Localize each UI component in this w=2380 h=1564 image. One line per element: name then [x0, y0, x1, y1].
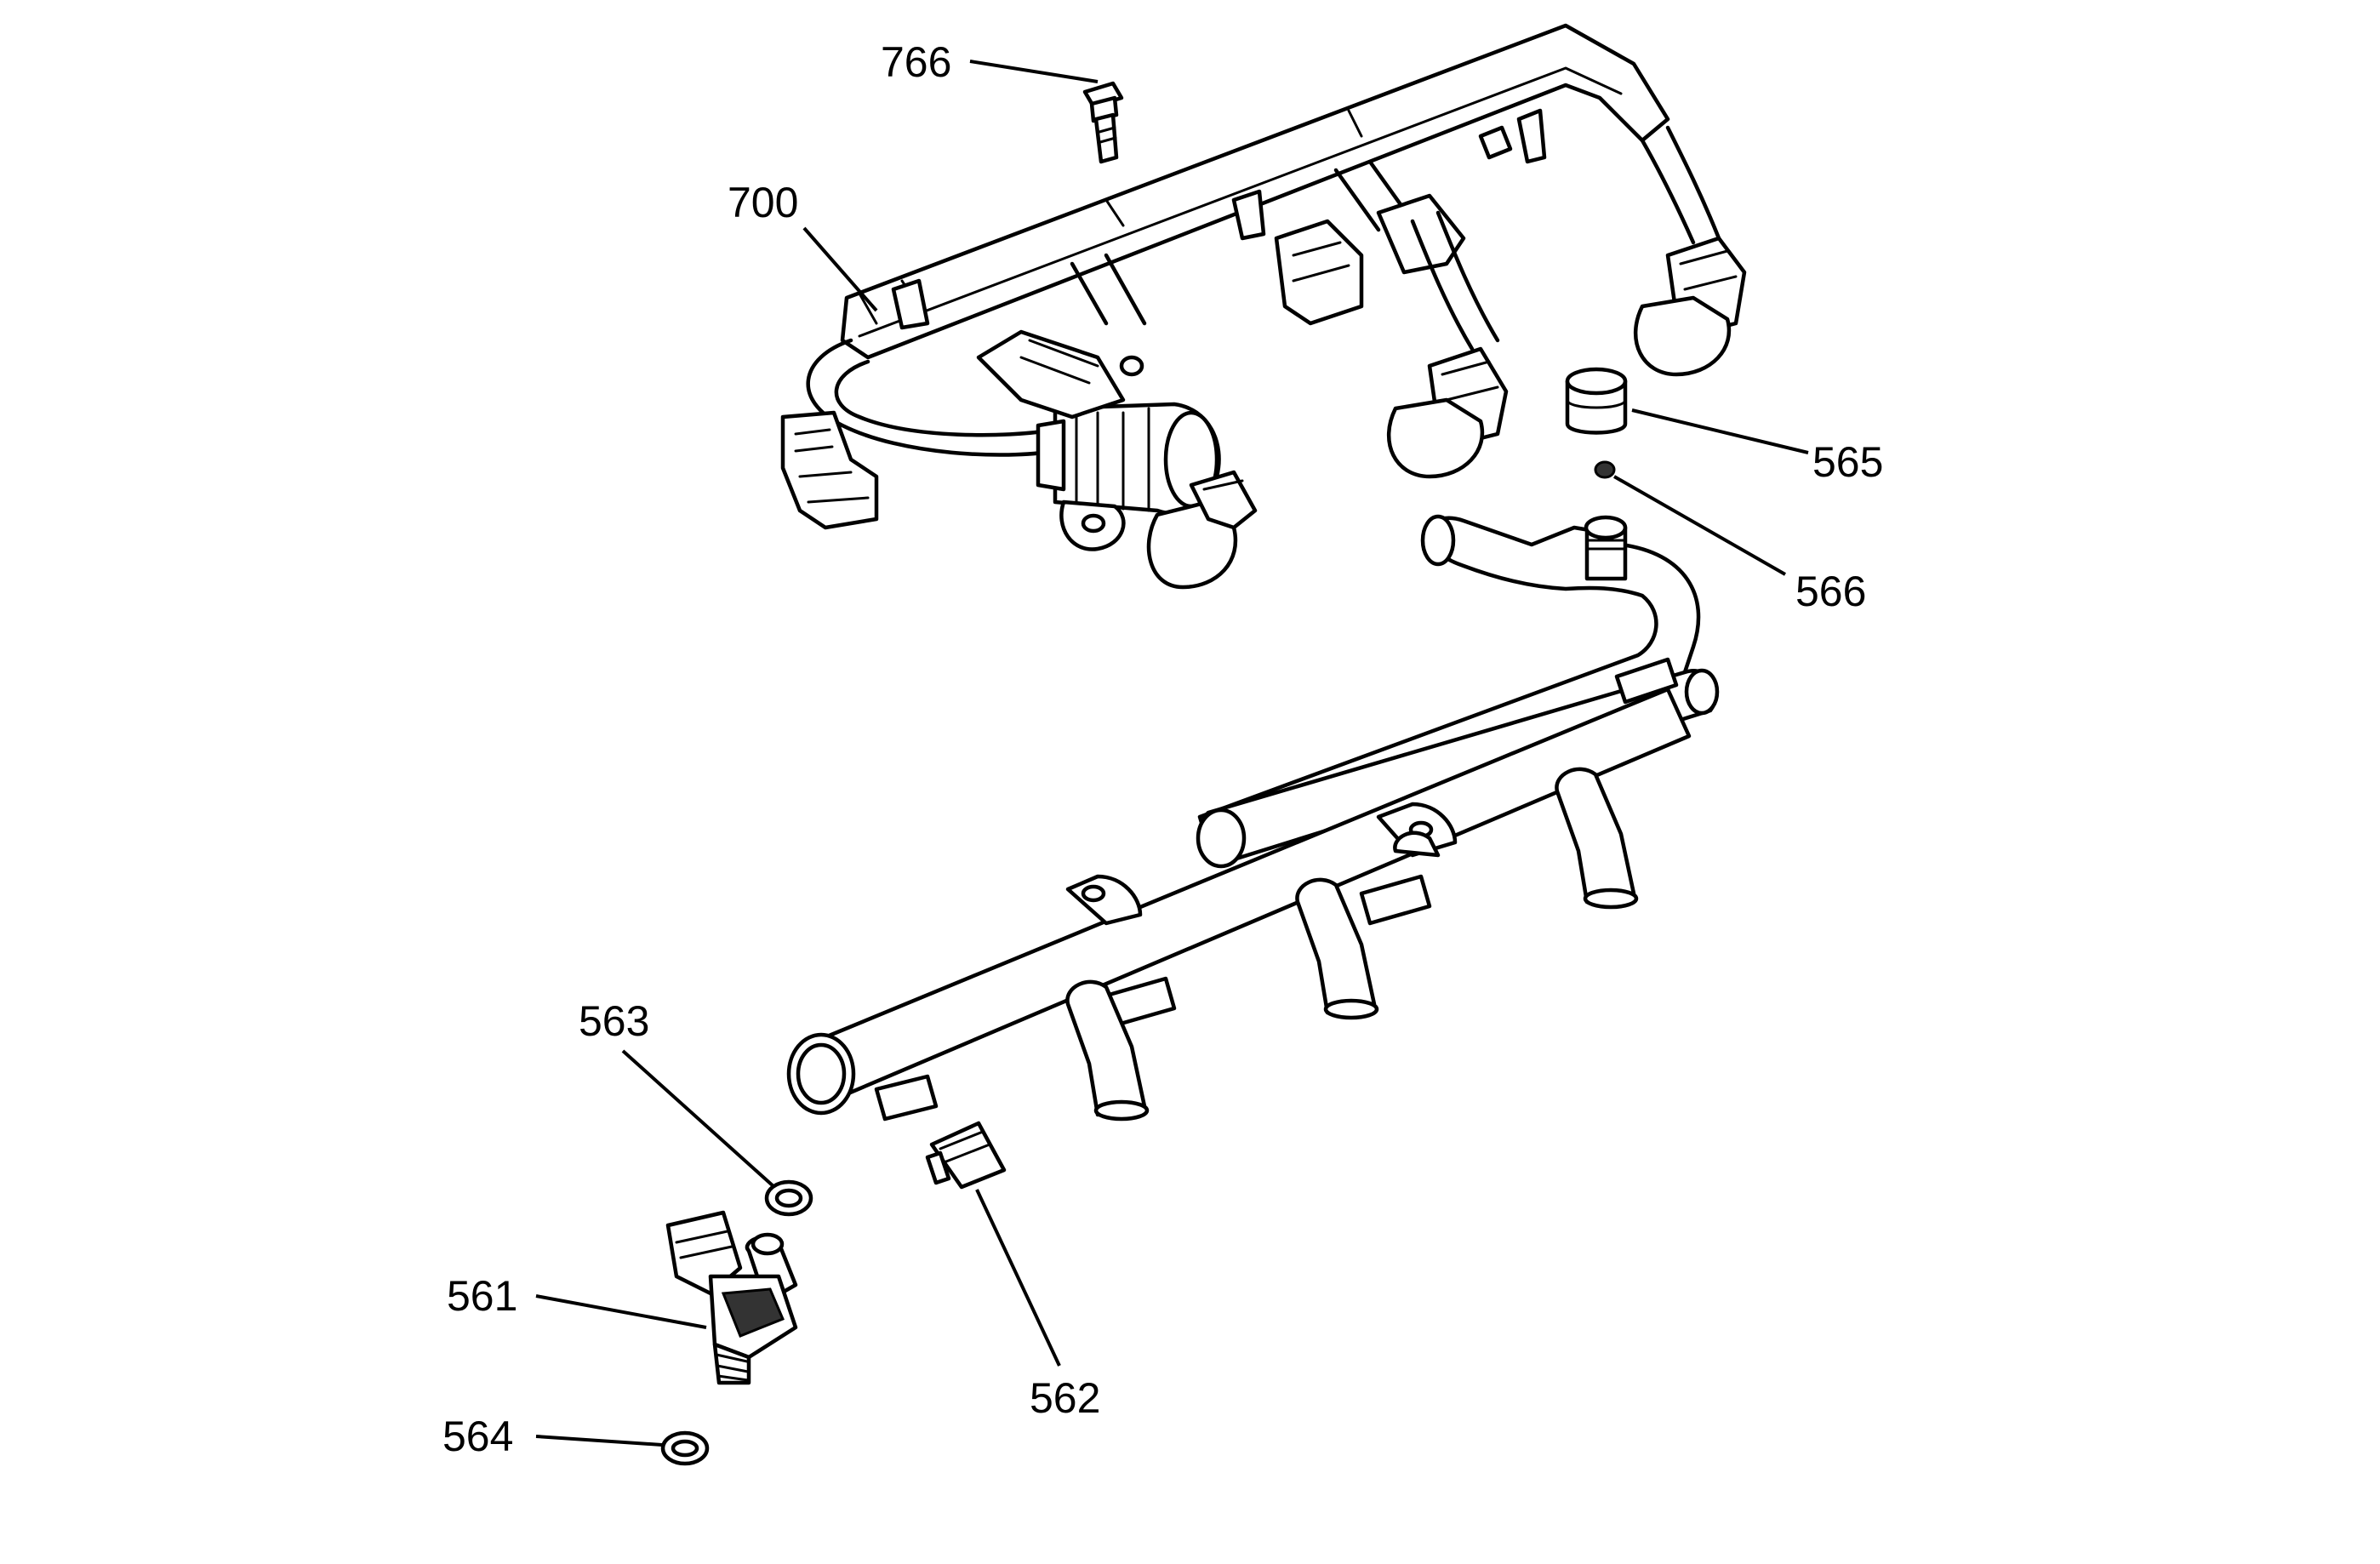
leader-700: [802, 226, 878, 312]
leader-lines: [535, 60, 1809, 1447]
callout-labels: 766 700 565 566 563 561 564 562: [442, 38, 1883, 1460]
wiring-harness-700: [780, 23, 1747, 590]
callout-564: 564: [442, 1413, 513, 1460]
fuel-injector-561: [665, 1210, 798, 1385]
callout-563: 563: [579, 997, 649, 1045]
callout-766: 766: [881, 38, 951, 86]
callout-561: 561: [447, 1272, 517, 1320]
bolt-766: [1082, 81, 1124, 164]
retainer-clip-562: [925, 1121, 1007, 1190]
leader-566: [1613, 475, 1786, 576]
callout-562: 562: [1030, 1374, 1100, 1422]
valve-core-566: [1594, 460, 1616, 479]
leader-562: [975, 1189, 1061, 1367]
callout-565: 565: [1812, 438, 1883, 486]
fuel-rail: [786, 514, 1720, 1122]
leader-563: [621, 1049, 776, 1189]
callout-700: 700: [728, 179, 798, 226]
cap-565: [1565, 367, 1628, 435]
o-ring-564: [660, 1430, 710, 1466]
callout-566: 566: [1795, 568, 1866, 615]
o-ring-563: [764, 1179, 813, 1217]
leader-565: [1631, 408, 1809, 454]
leader-766: [969, 60, 1099, 83]
leader-564: [535, 1435, 663, 1447]
leader-561: [535, 1294, 707, 1329]
